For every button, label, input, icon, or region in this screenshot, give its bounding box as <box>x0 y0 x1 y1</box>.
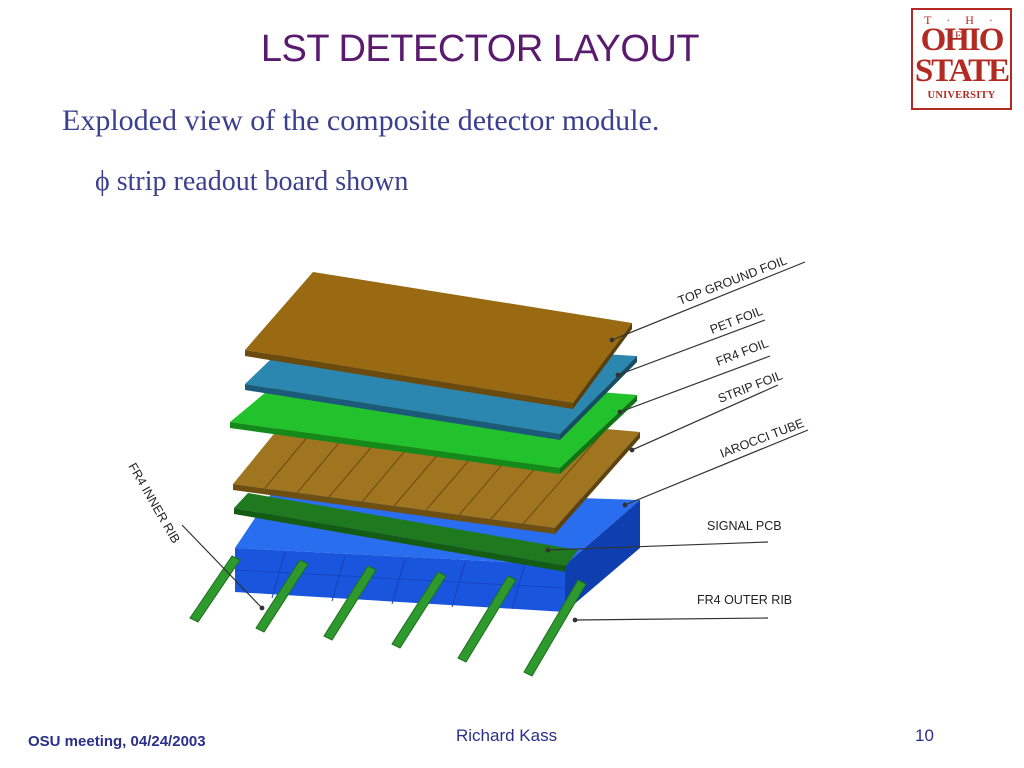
leader-lines <box>181 261 809 623</box>
slide-title: LST DETECTOR LAYOUT <box>260 28 700 70</box>
slide-bullet: ϕ strip readout board shown <box>95 166 409 197</box>
logo-state: STATE <box>914 53 1010 89</box>
label-fr4-outer-rib: FR4 OUTER RIB <box>697 593 792 607</box>
signal-pcb-layer <box>234 493 578 572</box>
logo-university: UNIVERSITY <box>927 90 996 101</box>
ohio-state-logo: T · H · E OHIO STATE UNIVERSITY <box>911 8 1012 110</box>
label-signal-pcb: SIGNAL PCB <box>707 519 782 533</box>
footer-author: Richard Kass <box>456 726 558 745</box>
page-number: 10 <box>915 726 934 745</box>
label-top-ground-foil: TOP GROUND FOIL <box>676 253 789 307</box>
top-ground-foil-layer <box>245 272 632 409</box>
label-fr4-inner-rib: FR4 INNER RIB <box>125 461 182 546</box>
slide-subtitle: Exploded view of the composite detector … <box>62 104 660 137</box>
logo-ohio: OHIO <box>920 22 1005 58</box>
footer-meeting: OSU meeting, 04/24/2003 <box>28 733 206 750</box>
label-iarocci-tube: IAROCCI TUBE <box>718 416 806 461</box>
label-pet-foil: PET FOIL <box>708 304 765 337</box>
logo-the: T · H · E <box>924 13 999 42</box>
label-fr4-foil: FR4 FOIL <box>714 336 770 369</box>
